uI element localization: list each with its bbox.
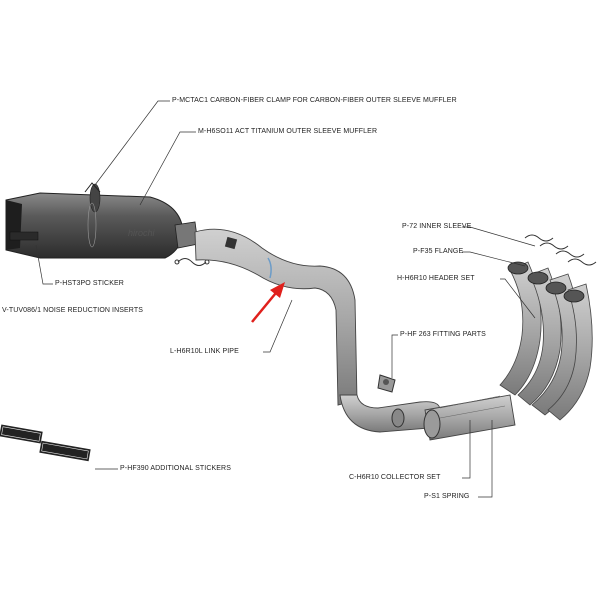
watermark: hirochi bbox=[128, 228, 155, 238]
muffler bbox=[5, 182, 199, 259]
label-sticker: P-HST3PO STICKER bbox=[55, 280, 124, 287]
label-header-set: H-H6R10 HEADER SET bbox=[397, 275, 475, 282]
label-clamp: P-MCTAC1 CARBON-FIBER CLAMP FOR CARBON-F… bbox=[172, 97, 457, 104]
label-flange: P-F35 FLANGE bbox=[413, 248, 464, 255]
label-additional-stickers: P-HF390 ADDITIONAL STICKERS bbox=[120, 465, 231, 472]
link-pipe bbox=[194, 228, 358, 406]
label-collector-set: C-H6R10 COLLECTOR SET bbox=[349, 474, 441, 481]
additional-stickers-icon bbox=[0, 424, 91, 462]
header-set bbox=[499, 261, 593, 421]
label-muffler: M-H6SO11 ACT TITANIUM OUTER SLEEVE MUFFL… bbox=[198, 128, 378, 135]
label-inserts: V-TUV086/1 NOISE REDUCTION INSERTS bbox=[2, 307, 143, 314]
label-link-pipe: L-H6R10L LINK PIPE bbox=[170, 348, 239, 355]
flanges bbox=[507, 261, 585, 303]
springs-header bbox=[524, 234, 597, 266]
red-arrow bbox=[251, 282, 285, 323]
sticker-shape bbox=[9, 231, 39, 241]
clamp-shape bbox=[89, 183, 101, 213]
collector bbox=[339, 374, 516, 441]
label-fitting-parts: P-HF 263 FITTING PARTS bbox=[400, 331, 486, 338]
leader-lines bbox=[35, 100, 536, 498]
label-spring: P-S1 SPRING bbox=[424, 493, 470, 500]
label-inner-sleeve: P-72 INNER SLEEVE bbox=[402, 223, 472, 230]
